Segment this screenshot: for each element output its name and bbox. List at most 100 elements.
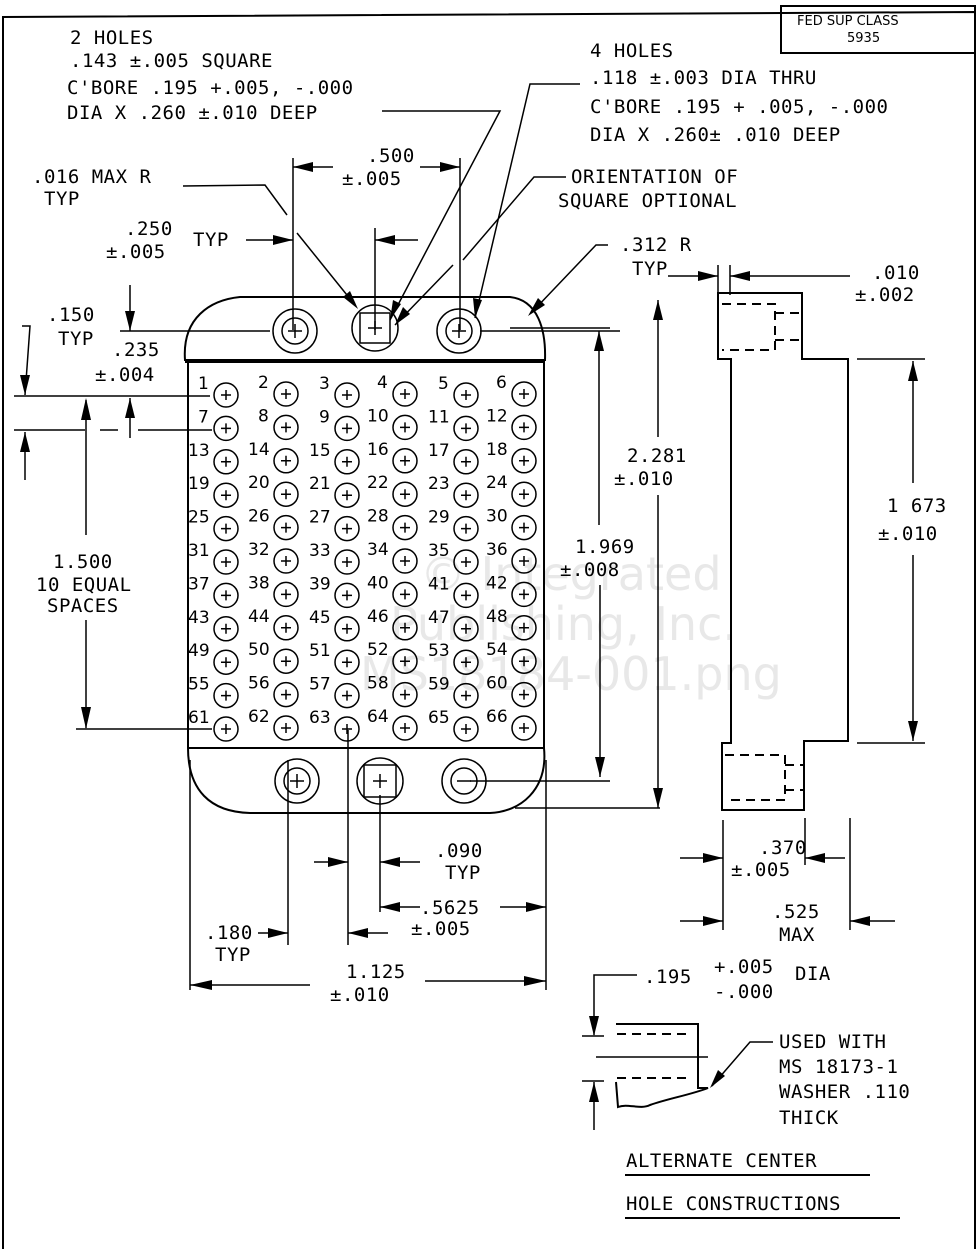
contact-pin-9: 9: [319, 407, 360, 442]
contact-pin-62: 62: [248, 707, 299, 741]
pin-circle: [334, 482, 360, 508]
pin-number-label: 47: [428, 608, 450, 628]
pin-center-mark: [400, 422, 410, 433]
contact-pin-54: 54: [486, 640, 537, 674]
contact-pin-1: 1: [198, 374, 239, 408]
pin-center-mark: [281, 422, 291, 433]
contact-pin-39: 39: [309, 574, 360, 609]
pin-number-label: 26: [248, 507, 270, 527]
contact-pin-28: 28: [367, 507, 418, 541]
pin-circle: [213, 649, 239, 675]
pin-circle: [273, 381, 299, 407]
pin-center-mark: [400, 389, 410, 399]
pin-circle: [392, 581, 418, 608]
pin-center-mark: [519, 689, 529, 700]
pin-circle: [334, 549, 360, 575]
pin-center-mark: [519, 723, 529, 733]
pin-number-label: 35: [428, 541, 450, 561]
pin-circle: [213, 549, 239, 575]
contact-pin-11: 11: [428, 407, 479, 442]
callout-line: .143 ±.005 SQUARE: [70, 50, 273, 72]
pin-number-label: 54: [486, 640, 508, 660]
connector-top-flange: [120, 296, 620, 361]
pin-circle: [511, 448, 537, 474]
pin-number-label: 57: [309, 675, 331, 695]
pin-circle: [213, 716, 239, 742]
dim-500: .500 ±.005: [292, 145, 461, 330]
pin-number-label: 20: [248, 473, 270, 493]
pin-center-mark: [342, 557, 352, 567]
pin-circle: [213, 616, 239, 642]
pin-center-mark: [461, 390, 471, 400]
pin-circle: [273, 581, 299, 608]
pin-center-mark: [519, 522, 529, 533]
dim-text: TYP: [44, 188, 80, 210]
pin-number-label: 18: [486, 440, 508, 460]
pin-number-label: 65: [428, 708, 450, 728]
pin-center-mark: [342, 490, 352, 501]
pin-circle: [453, 582, 479, 609]
pin-number-label: 31: [188, 541, 210, 561]
contact-pin-42: 42: [486, 573, 537, 608]
pin-number-label: 17: [428, 441, 450, 461]
contact-pin-5: 5: [438, 374, 479, 408]
pin-center-mark: [342, 523, 352, 534]
pin-circle: [392, 648, 418, 674]
callout-line: 4 HOLES: [590, 40, 674, 62]
contact-pin-43: 43: [188, 608, 239, 642]
contact-pin-30: 30: [486, 507, 537, 541]
dim-312-r: .312 R TYP: [528, 234, 691, 316]
pin-circle: [453, 616, 479, 642]
dim-text: .370: [759, 837, 807, 859]
contact-pin-38: 38: [248, 573, 299, 608]
contact-pin-26: 26: [248, 507, 299, 541]
contact-pin-58: 58: [367, 674, 418, 708]
pin-center-mark: [221, 690, 231, 701]
connector-body: [185, 361, 545, 748]
dim-text: ±.005: [106, 241, 166, 263]
dim-text: TYP: [632, 258, 668, 280]
dim-text: .235: [112, 339, 160, 361]
contact-pin-50: 50: [248, 640, 299, 674]
dim-text: .016 MAX R: [32, 166, 151, 188]
pin-center-mark: [221, 557, 231, 567]
note-line: SQUARE OPTIONAL: [558, 190, 737, 212]
dim-text: .250: [125, 218, 173, 240]
pin-circle: [273, 448, 299, 474]
pin-circle: [392, 514, 418, 541]
pin-center-mark: [519, 589, 529, 600]
watermark: © Integrated Publishing, Inc. MS18184-00…: [360, 547, 782, 701]
pin-circle: [273, 681, 299, 708]
contact-pin-20: 20: [248, 473, 299, 507]
pin-circle: [511, 481, 537, 507]
pin-center-mark: [400, 589, 410, 600]
watermark-line3: MS18184-001.png: [360, 647, 782, 701]
pin-number-label: 33: [309, 541, 331, 561]
pin-circle: [213, 382, 239, 408]
pin-circle: [453, 515, 479, 542]
pin-center-mark: [400, 556, 410, 566]
contact-pin-34: 34: [367, 540, 418, 574]
pin-center-mark: [221, 657, 231, 668]
contact-pin-53: 53: [428, 641, 479, 675]
pin-center-mark: [461, 690, 471, 701]
pin-number-label: 21: [309, 474, 331, 494]
dim-text: .180: [205, 922, 253, 944]
contact-pin-46: 46: [367, 607, 418, 641]
pin-center-mark: [281, 589, 291, 600]
callout-line: C'BORE .195 +.005, -.000: [67, 77, 354, 99]
pin-circle: [511, 615, 537, 641]
side-view: 1 673 ±.010 .370 ±.005 .525 MAX: [680, 292, 946, 946]
callout-line: C'BORE .195 + .005, -.000: [590, 96, 888, 118]
pin-circle: [273, 481, 299, 507]
pin-number-label: 27: [309, 508, 331, 528]
pin-circle: [334, 382, 360, 408]
pin-number-label: 25: [188, 508, 210, 528]
pin-circle: [213, 482, 239, 508]
pin-center-mark: [342, 423, 352, 434]
pin-number-label: 51: [309, 641, 331, 661]
dim-text: TYP: [445, 862, 481, 884]
pin-number-label: 30: [486, 507, 508, 527]
